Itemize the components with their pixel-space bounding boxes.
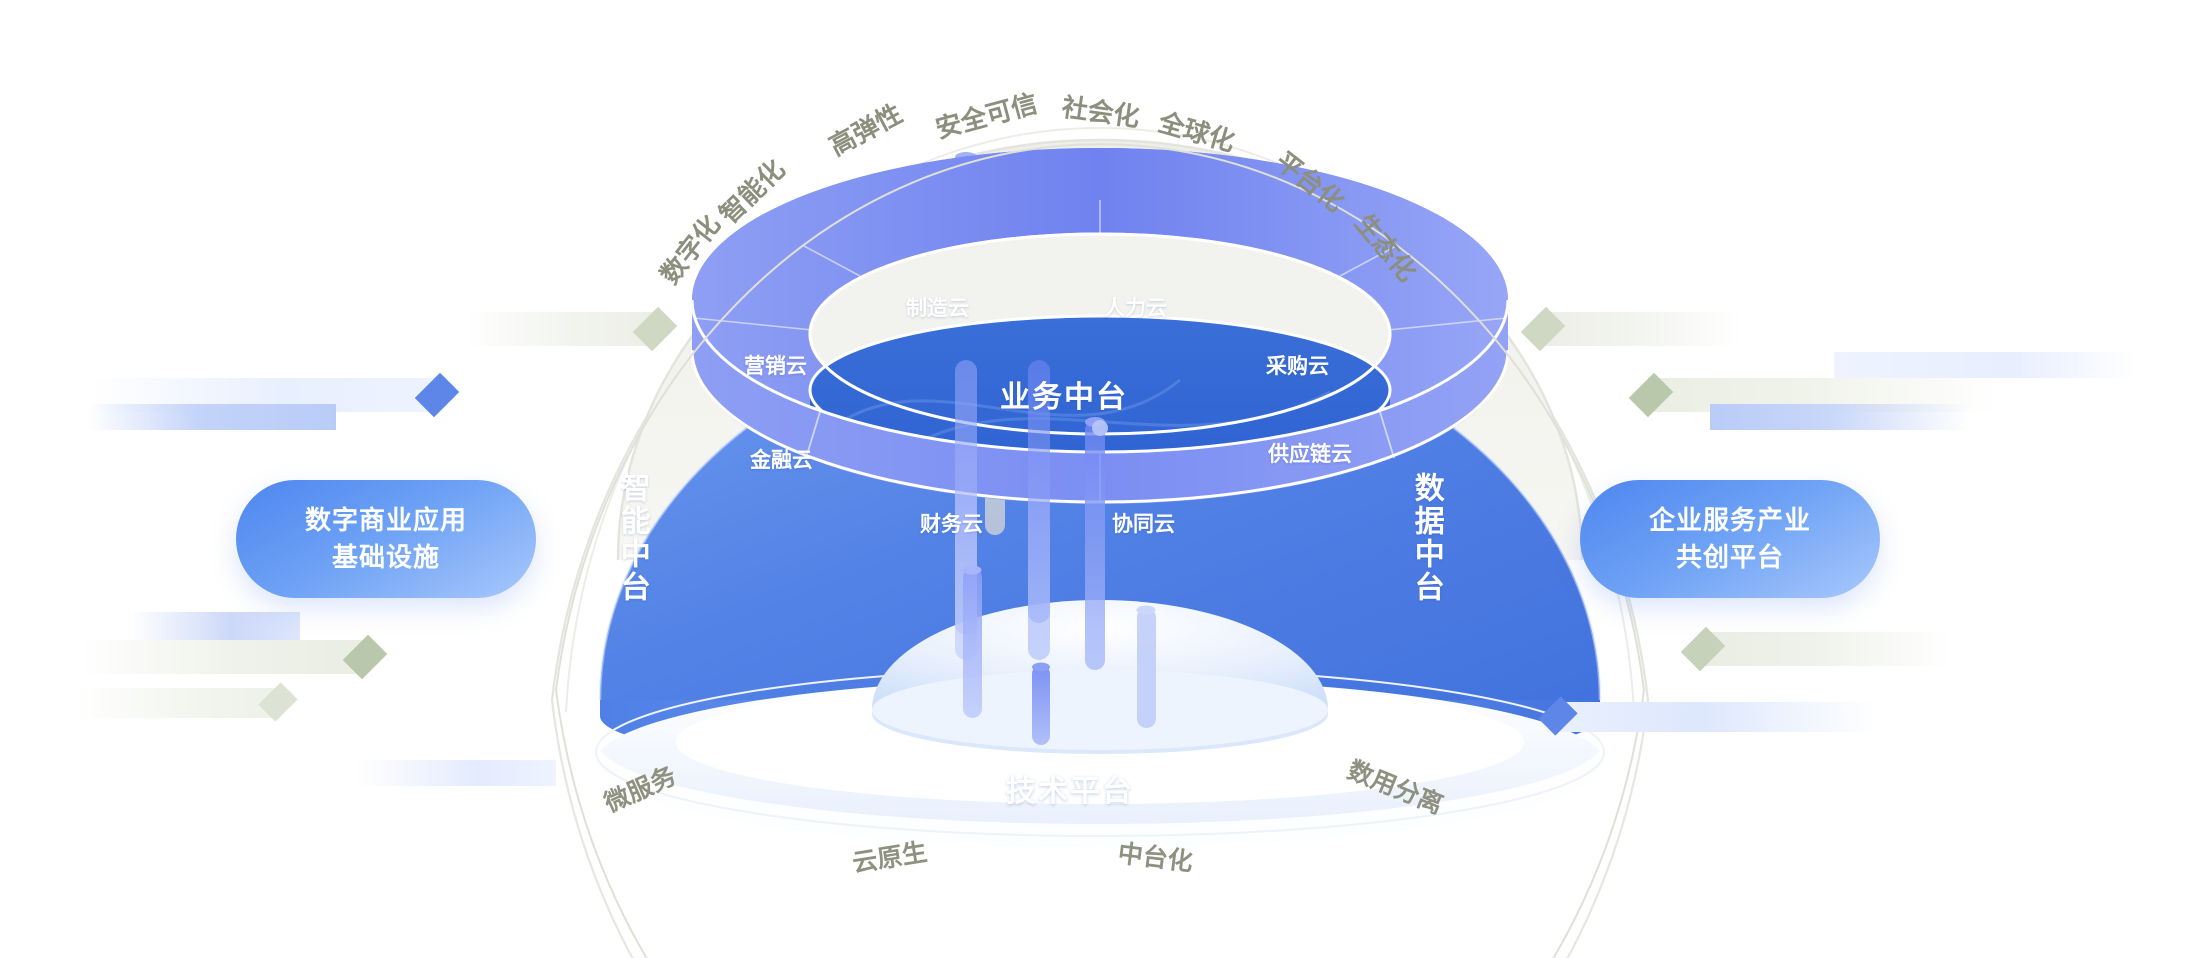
ring-label-collaboration[interactable]: 协同云 xyxy=(1112,513,1175,536)
pill-right-line1: 企业服务产业 xyxy=(1648,505,1811,536)
deco-bar-left-1 xyxy=(462,306,678,352)
platform-label-tech-platform[interactable]: 技术平台 xyxy=(1006,775,1134,808)
deco-bar-left-3 xyxy=(88,404,336,430)
core-label-business-middle-platform[interactable]: 业务中台 xyxy=(1000,381,1128,414)
deco-bar-left-5 xyxy=(78,634,388,680)
pill-left-line2: 基础设施 xyxy=(331,542,440,572)
pill-enterprise-service-coinnovation-platform[interactable]: 企业服务产业 共创平台 xyxy=(1580,480,1880,598)
deco-bar-left-4 xyxy=(130,612,300,640)
ring-label-marketing[interactable]: 营销云 xyxy=(744,355,807,378)
pill-left-line1: 数字商业应用 xyxy=(304,505,467,536)
deco-bar-left-6 xyxy=(76,682,298,722)
deco-bar-right-6 xyxy=(1538,696,1876,736)
ring-label-procurement[interactable]: 采购云 xyxy=(1266,355,1329,378)
deco-bar-right-5 xyxy=(1680,626,1950,672)
pill-right-line2: 共创平台 xyxy=(1675,542,1784,572)
pill-digital-commerce-infrastructure[interactable]: 数字商业应用 基础设施 xyxy=(236,480,536,598)
ring-label-accounting[interactable]: 财务云 xyxy=(920,513,983,536)
ring-label-finance-cloud[interactable]: 金融云 xyxy=(750,449,813,472)
deco-bar-right-2 xyxy=(1834,352,2134,378)
side-label-data-middle-platform[interactable]: 数据中台 xyxy=(1409,472,1443,604)
deco-bar-right-4 xyxy=(1710,404,1970,430)
deco-bar-left-7 xyxy=(356,760,556,786)
deco-bar-right-1 xyxy=(1520,306,1740,352)
ring-label-hr[interactable]: 人力云 xyxy=(1104,297,1167,320)
data-pillars-front xyxy=(955,360,1156,745)
ring-label-manufacturing[interactable]: 制造云 xyxy=(906,297,969,320)
side-label-intelligence-middle-platform[interactable]: 智能中台 xyxy=(615,472,649,604)
outer-frame-arc xyxy=(555,143,1645,958)
ring-label-supply-chain[interactable]: 供应链云 xyxy=(1268,443,1352,466)
